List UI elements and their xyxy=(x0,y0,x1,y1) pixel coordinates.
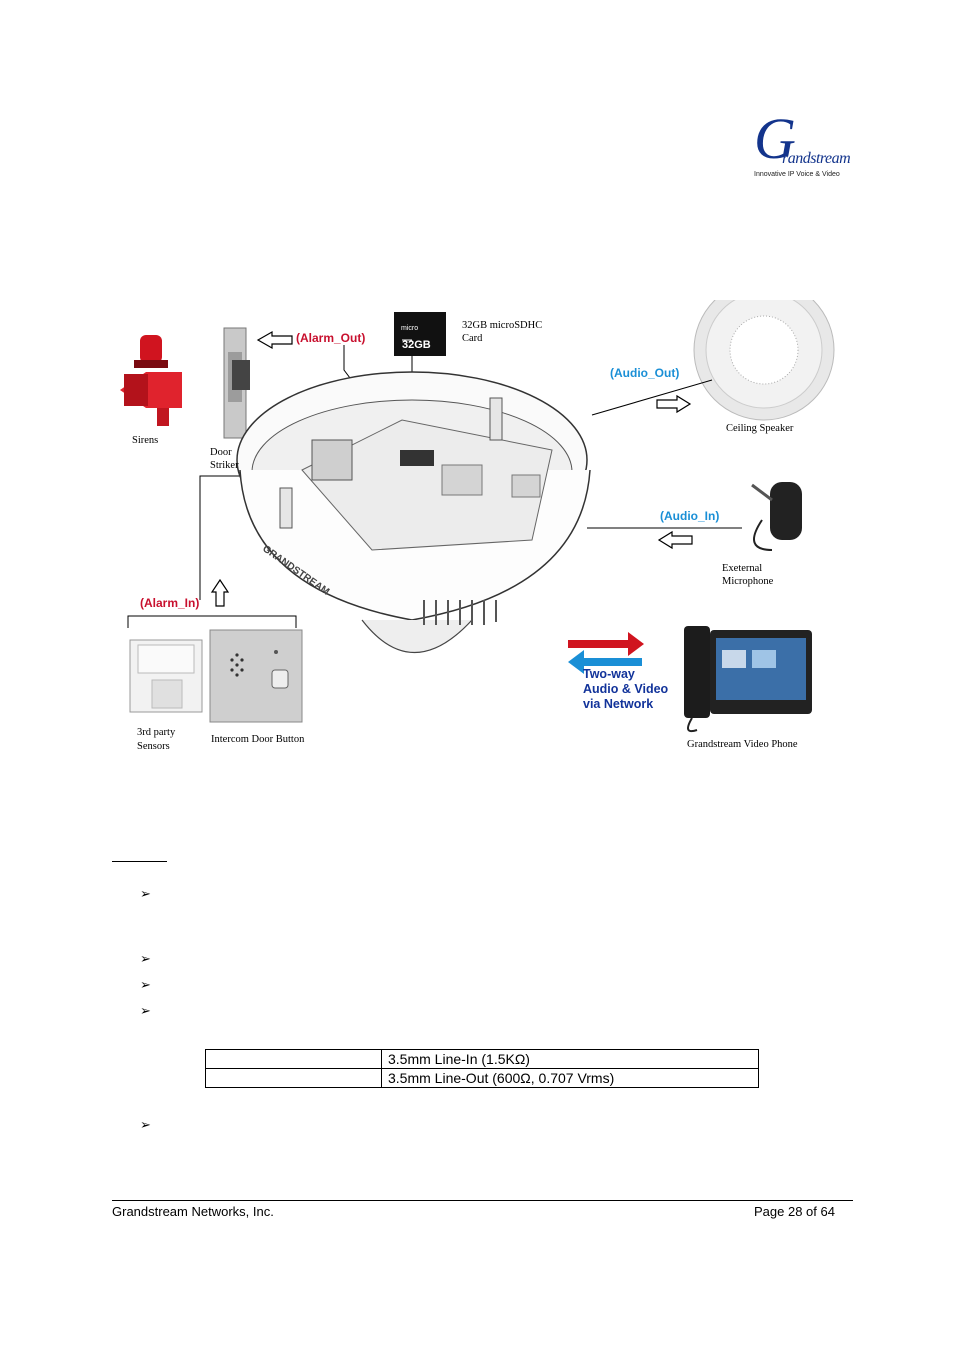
footer-page-number: Page 28 of 64 xyxy=(754,1204,835,1219)
logo-initial: G xyxy=(754,106,796,171)
bullet-marker: ➢ xyxy=(140,1117,151,1132)
bullet-marker: ➢ xyxy=(140,886,151,901)
signal-alarm-in: (Alarm_In) xyxy=(140,596,200,610)
audio-in-arrow-icon xyxy=(657,530,693,550)
external-microphone-icon xyxy=(751,482,802,551)
two-way-line1: Two-way xyxy=(583,667,635,681)
table-cell xyxy=(205,1068,382,1088)
label-microsd-line2: Card xyxy=(462,333,483,344)
door-striker-icon xyxy=(223,327,250,439)
table-cell xyxy=(205,1049,382,1069)
label-ceiling-speaker: Ceiling Speaker xyxy=(726,423,794,434)
motion-sensor-icon xyxy=(129,639,203,713)
label-door-striker-line1: Door xyxy=(210,447,232,458)
microsd-card-icon: 32GB micro xyxy=(394,312,446,356)
two-way-arrows-icon xyxy=(568,632,644,674)
alarm-out-arrow-icon xyxy=(256,330,293,350)
label-sirens: Sirens xyxy=(132,435,159,446)
diagram-illustration: GRANDSTREAM 32GB micro xyxy=(120,300,835,733)
audio-out-arrow-icon xyxy=(656,394,692,414)
sd-card-capacity: 32GB xyxy=(402,339,431,351)
camera-housing-illustration: GRANDSTREAM xyxy=(236,371,591,653)
bullet-marker: ➢ xyxy=(140,977,151,992)
signal-audio-out: (Audio_Out) xyxy=(610,366,680,380)
footer-company: Grandstream Networks, Inc. xyxy=(112,1204,274,1219)
label-sensors-line2: Sensors xyxy=(137,741,170,752)
siren-icon xyxy=(120,335,182,426)
bullet-marker: ➢ xyxy=(140,1003,151,1018)
table-row: 3.5mm Line-In (1.5KΩ) xyxy=(205,1049,759,1069)
label-microsd-line1: 32GB microSDHC xyxy=(462,320,543,331)
label-external-mic-line2: Microphone xyxy=(722,576,774,587)
two-way-line3: via Network xyxy=(583,697,654,711)
intercom-button-icon xyxy=(209,629,303,723)
logo-wordmark: randstream xyxy=(782,150,851,167)
two-way-line2: Audio & Video xyxy=(583,682,669,696)
bullet-marker: ➢ xyxy=(140,951,151,966)
signal-alarm-out: (Alarm_Out) xyxy=(296,331,366,345)
video-phone-icon xyxy=(684,626,812,733)
signal-audio-in: (Audio_In) xyxy=(660,509,720,523)
section-heading-underline xyxy=(112,861,167,862)
footer-divider xyxy=(112,1200,853,1201)
label-video-phone: Grandstream Video Phone xyxy=(687,739,798,750)
table-cell: 3.5mm Line-In (1.5KΩ) xyxy=(381,1049,759,1069)
table-cell: 3.5mm Line-Out (600Ω, 0.707 Vrms) xyxy=(381,1068,759,1088)
label-sensors-line1: 3rd party xyxy=(137,727,176,738)
ceiling-speaker-icon xyxy=(693,300,835,421)
alarm-in-arrow-icon xyxy=(210,578,230,607)
table-row: 3.5mm Line-Out (600Ω, 0.707 Vrms) xyxy=(205,1068,759,1088)
audio-interface-table: 3.5mm Line-In (1.5KΩ) 3.5mm Line-Out (60… xyxy=(205,1049,759,1088)
grandstream-logo: G randstream Innovative IP Voice & Video xyxy=(752,110,856,186)
logo-tagline: Innovative IP Voice & Video xyxy=(754,171,840,178)
connection-diagram: GRANDSTREAM 32GB micro xyxy=(112,300,852,770)
sd-card-brand: micro xyxy=(401,325,418,332)
label-external-mic-line1: Exeternal xyxy=(722,563,763,574)
label-intercom: Intercom Door Button xyxy=(211,734,305,745)
label-door-striker-line2: Striker xyxy=(210,460,239,471)
